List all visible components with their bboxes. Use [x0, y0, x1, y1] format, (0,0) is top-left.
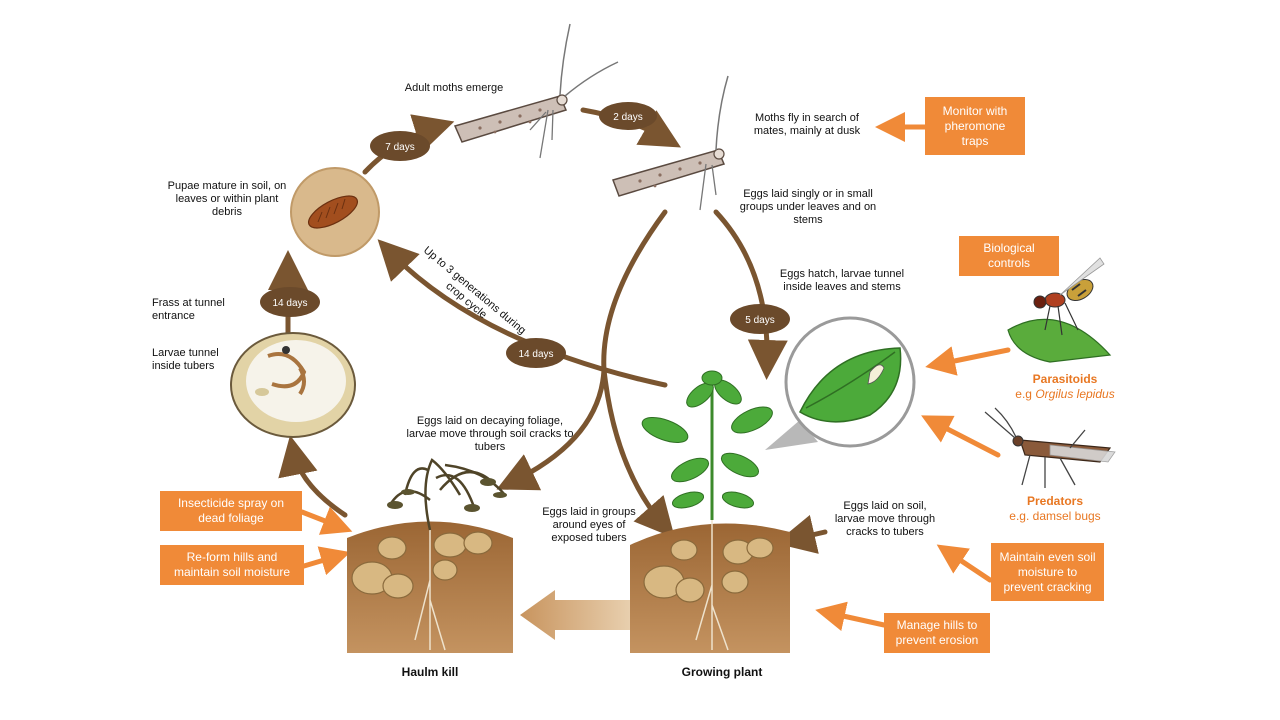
- label-parasitoids: Parasitoids e.g Orgilus lepidus: [995, 372, 1135, 402]
- label-eggs-hatch: Eggs hatch, larvae tunnel inside leaves …: [779, 268, 905, 293]
- arrow-parasitoids: [925, 346, 1011, 376]
- arrow-soil-moisture: [936, 544, 993, 583]
- parasitoids-title: Parasitoids: [1032, 372, 1098, 386]
- label-adult-moths-emerge: Adult moths emerge: [404, 82, 504, 94]
- label-eggs-soil: Eggs laid on soil, larvae move through c…: [834, 500, 936, 538]
- adult-moth-illustration: [453, 23, 619, 159]
- duration-pills: 7 days 2 days 14 days 5 days 14 days: [260, 102, 790, 368]
- arrow-insecticide: [299, 506, 353, 535]
- leaf-callout-illustration: [765, 316, 916, 450]
- pill-14-days-pupa: 14 days: [260, 287, 320, 317]
- label-eggs-groups: Eggs laid in groups around eyes of expos…: [542, 506, 636, 544]
- svg-text:14 days: 14 days: [272, 298, 307, 309]
- control-pheromone-traps: Monitor with pheromone traps: [925, 97, 1025, 155]
- control-arrows: [299, 112, 1011, 631]
- label-eggs-decaying: Eggs laid on decaying foliage, larvae mo…: [406, 415, 574, 453]
- arrow-flying-to-leaf: [713, 209, 788, 380]
- control-reform-hills: Re-form hills and maintain soil moisture: [160, 545, 304, 585]
- predators-sub: e.g. damsel bugs: [1009, 509, 1101, 523]
- growing-plant-illustration: [630, 370, 790, 653]
- label-haulm-kill: Haulm kill: [401, 665, 459, 679]
- parasitoids-species: Orgilus lepidus: [1035, 387, 1115, 401]
- damsel-bug-illustration: [984, 407, 1116, 488]
- svg-text:5 days: 5 days: [745, 315, 774, 326]
- control-manage-hills: Manage hills to prevent erosion: [884, 613, 990, 653]
- arrow-moth-to-exposed-tubers: [601, 367, 675, 539]
- svg-text:7 days: 7 days: [385, 142, 414, 153]
- lifecycle-arrows: [268, 107, 828, 554]
- predators-title: Predators: [1026, 494, 1084, 508]
- pill-2-days: 2 days: [599, 102, 657, 130]
- arrow-soil-to-plant: [775, 514, 828, 554]
- pill-14-days-cycle: 14 days: [506, 338, 566, 368]
- arrow-generation-cycle: [377, 239, 668, 388]
- label-larvae-tunnel: Larvae tunnel inside tubers: [152, 347, 219, 372]
- pill-7-days: 7 days: [370, 131, 430, 161]
- pupa-illustration: [290, 167, 380, 257]
- control-biological: Biological controls: [959, 236, 1059, 276]
- svg-text:2 days: 2 days: [613, 112, 642, 123]
- label-moths-fly: Moths fly in search of mates, mainly at …: [753, 112, 861, 137]
- label-pupae-mature: Pupae mature in soil, on leaves or withi…: [167, 180, 287, 218]
- flying-moth-illustration: [612, 75, 729, 211]
- parasitoids-prefix: e.g: [1015, 387, 1032, 401]
- haulm-transition-arrow: [520, 590, 630, 640]
- control-insecticide: Insecticide spray on dead foliage: [160, 491, 302, 531]
- label-frass: Frass at tunnel entrance: [152, 297, 225, 322]
- arrow-manage-hills: [815, 601, 887, 631]
- label-growing-plant: Growing plant: [681, 665, 763, 679]
- label-predators: Predators e.g. damsel bugs: [990, 494, 1120, 524]
- arrow-reform-hills: [301, 546, 351, 576]
- control-soil-moisture: Maintain even soil moisture to prevent c…: [991, 543, 1104, 601]
- arrow-predators: [921, 415, 1001, 458]
- label-eggs-laid-singly: Eggs laid singly or in small groups unde…: [739, 188, 877, 226]
- parasitoid-wasp-illustration: [1007, 257, 1112, 363]
- cut-tuber-illustration: [230, 332, 356, 438]
- svg-text:14 days: 14 days: [518, 349, 553, 360]
- pill-5-days: 5 days: [730, 304, 790, 334]
- haulm-kill-illustration: [347, 458, 513, 653]
